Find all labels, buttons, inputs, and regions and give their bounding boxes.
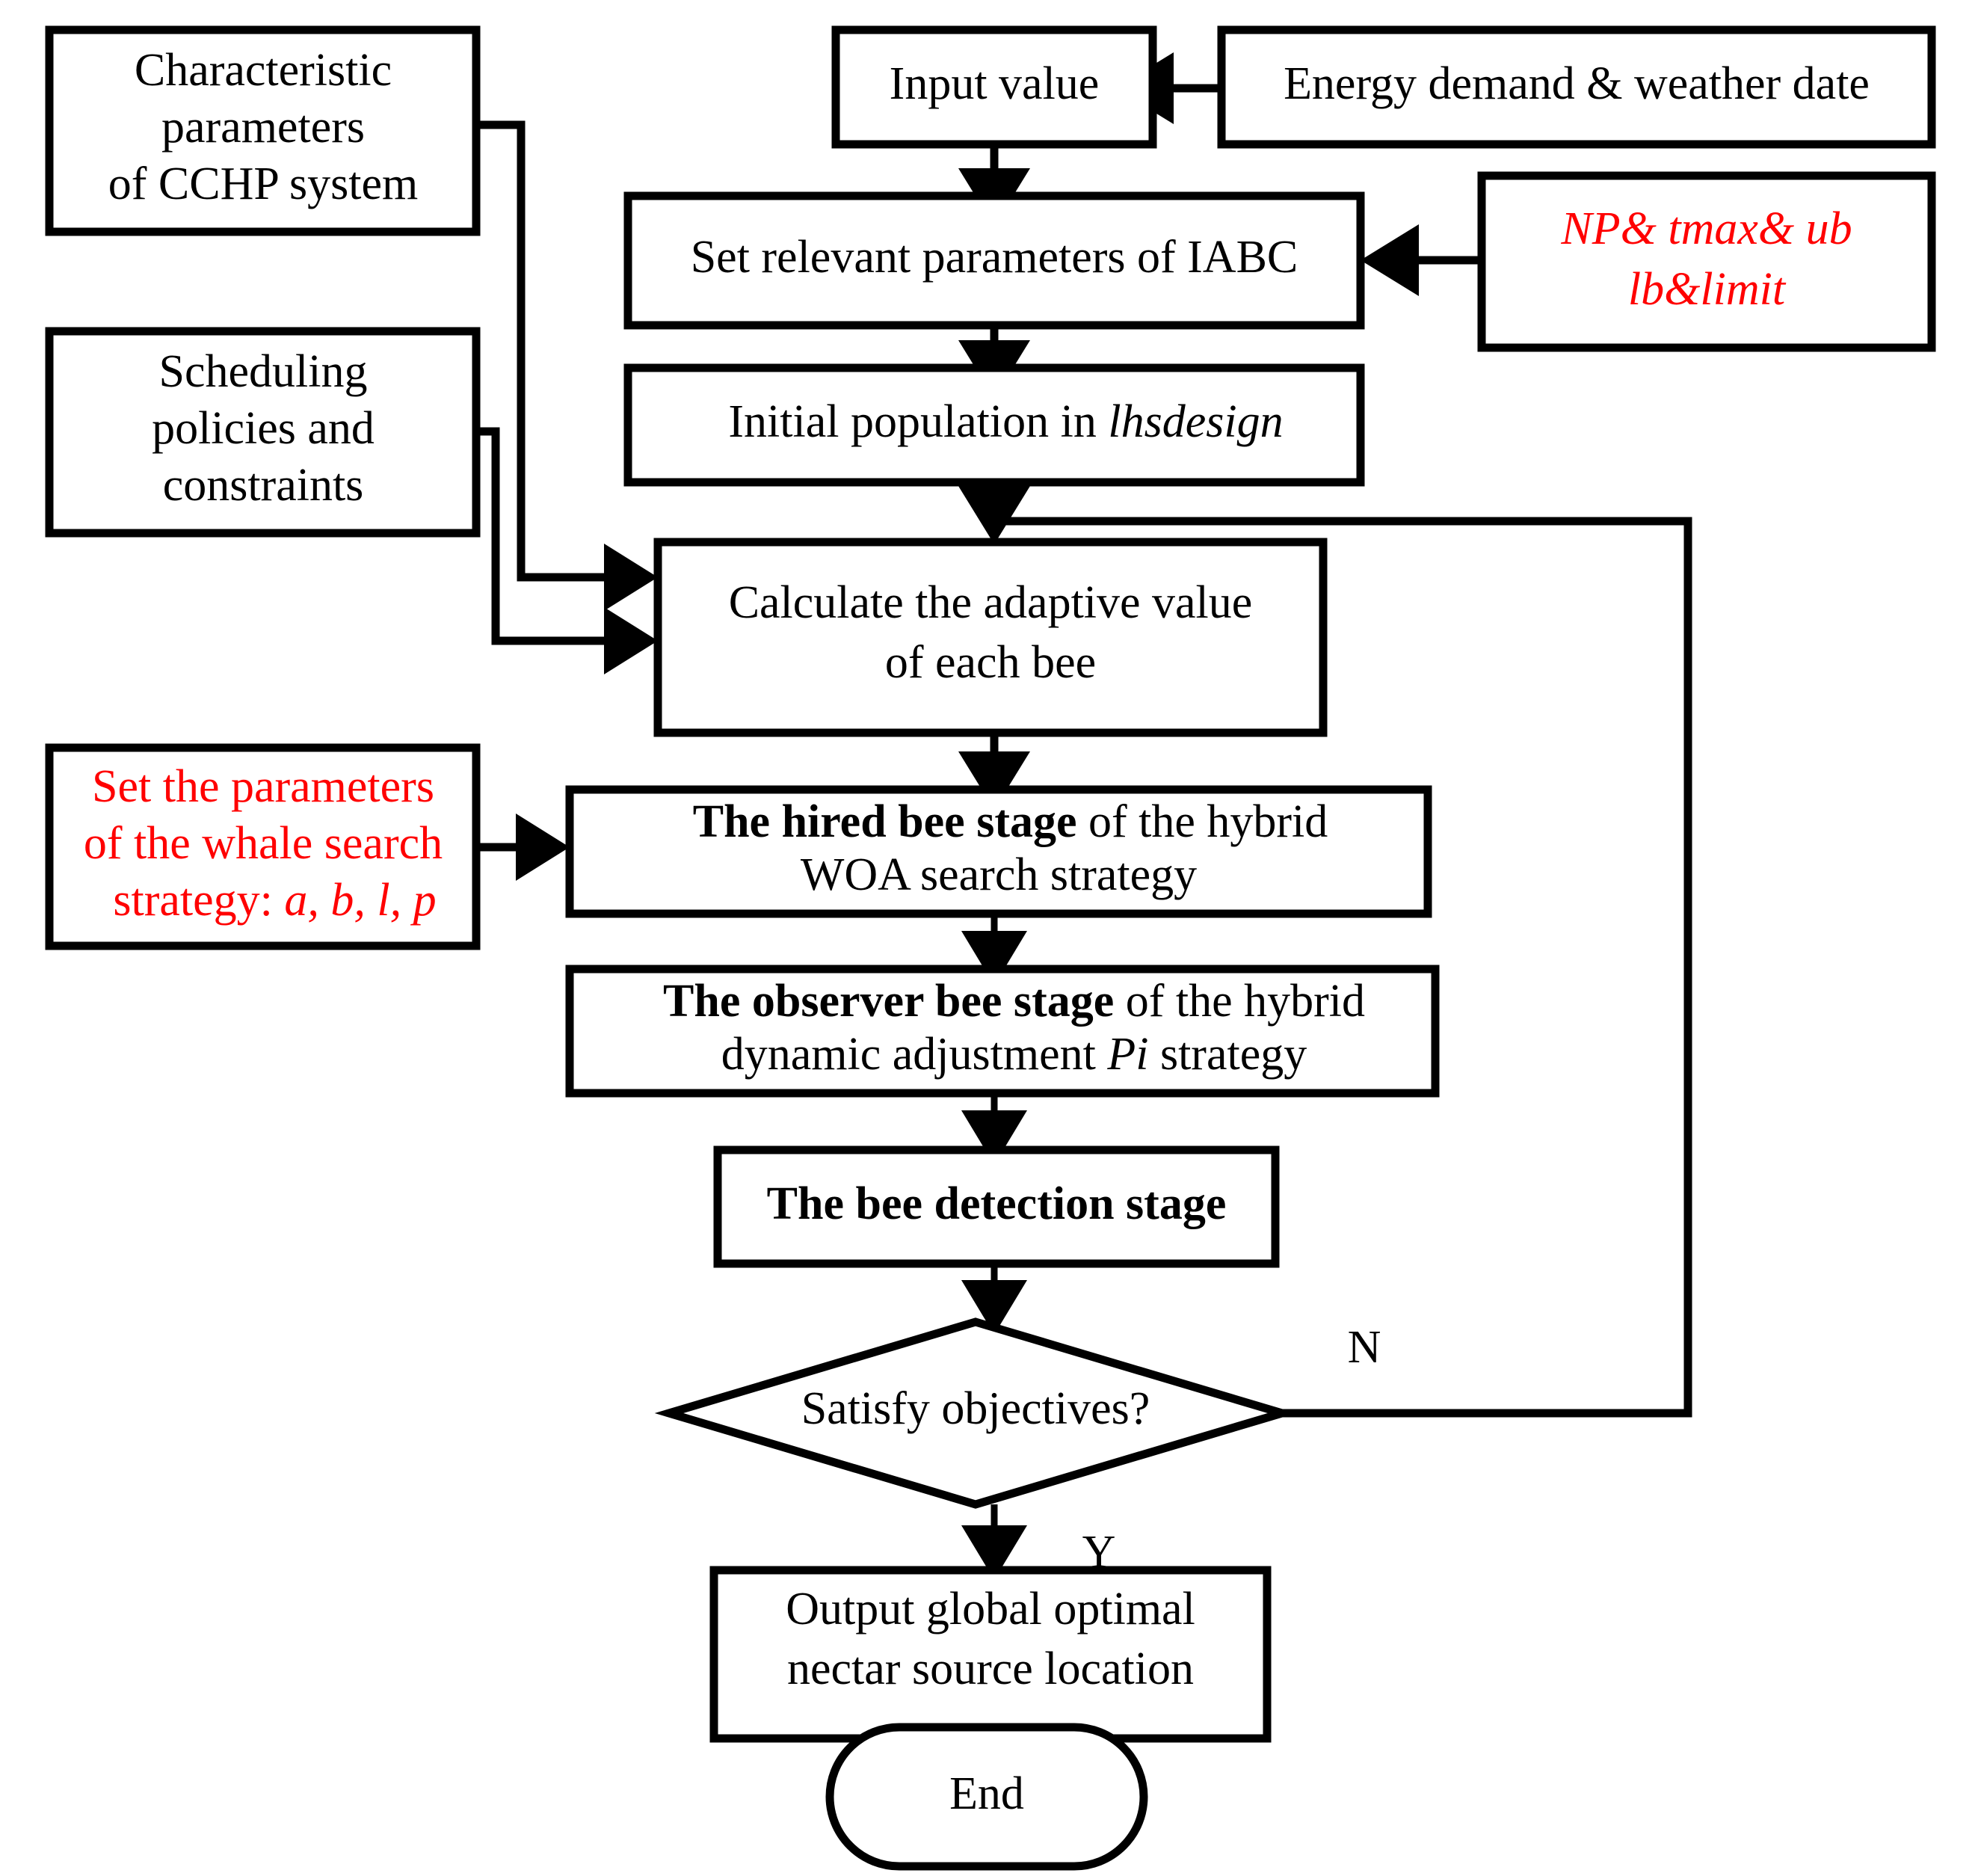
output-global-optimal-line-1: Output global optimal xyxy=(786,1584,1195,1634)
hired-bee-stage-line-1: The hired bee stage of the hybrid xyxy=(611,796,1386,847)
initial-population-italic: lhsdesign xyxy=(1108,396,1283,447)
input-value-label: Input value xyxy=(890,58,1100,109)
initial-population-label: Initial population in lhsdesign xyxy=(647,396,1341,447)
edge-param-values-to-set-parameters xyxy=(1361,224,1482,296)
node-input-value[interactable]: Input value xyxy=(831,25,1157,149)
scheduling-policies-line-3: constraints xyxy=(163,460,364,511)
node-hired-bee-stage[interactable]: The hired bee stage of the hybrid WOA se… xyxy=(565,785,1432,918)
energy-demand-label: Energy demand & weather date xyxy=(1284,58,1870,109)
whale-parameters-line-3-italic: a, b, l, p xyxy=(284,875,436,926)
edge-initial-population-to-calculate xyxy=(958,482,1030,544)
calculate-adaptive-value-line-2: of each bee xyxy=(885,637,1096,688)
node-characteristic-parameters[interactable]: Characteristic parameters of CCHP system xyxy=(45,25,481,236)
edge-label-no: N xyxy=(1348,1322,1381,1373)
node-iabc-parameter-values[interactable]: NP& tmax& ub lb&limit xyxy=(1477,171,1936,352)
initial-population-prefix: Initial population in xyxy=(728,396,1108,447)
node-end[interactable]: End xyxy=(825,1723,1148,1871)
observer-bee-stage-line-2: dynamic adjustment Pi strategy xyxy=(640,1029,1364,1080)
iabc-param-values-line-1: NP& tmax& ub xyxy=(1560,203,1852,254)
bee-detection-stage-label: The bee detection stage xyxy=(767,1178,1227,1229)
output-global-optimal-line-2: nectar source location xyxy=(787,1643,1194,1694)
node-calculate-adaptive-value[interactable]: Calculate the adaptive value of each bee xyxy=(653,538,1328,737)
edge-whale-parameters-to-hired-bee xyxy=(476,814,570,881)
observer-bee-stage-bold: The observer bee stage xyxy=(663,976,1114,1027)
scheduling-policies-line-2: policies and xyxy=(152,403,375,454)
hired-bee-stage-bold: The hired bee stage xyxy=(693,796,1077,847)
node-satisfy-objectives-decision[interactable]: Satisfy objectives? xyxy=(654,1317,1297,1509)
node-energy-demand-weather-date[interactable]: Energy demand & weather date xyxy=(1217,25,1936,149)
node-set-relevant-parameters-iabc[interactable]: Set relevant parameters of IABC xyxy=(623,191,1365,330)
satisfy-objectives-label: Satisfy objectives? xyxy=(801,1383,1150,1434)
node-bee-detection-stage[interactable]: The bee detection stage xyxy=(713,1145,1280,1268)
characteristic-parameters-line-1: Characteristic xyxy=(135,45,392,96)
iabc-param-values-line-2: lb&limit xyxy=(1628,264,1787,315)
hired-bee-stage-line-2: WOA search strategy xyxy=(801,849,1197,900)
node-output-global-optimal[interactable]: Output global optimal nectar source loca… xyxy=(709,1566,1272,1743)
node-observer-bee-stage[interactable]: The observer bee stage of the hybrid dyn… xyxy=(565,965,1440,1098)
set-parameters-iabc-label: Set relevant parameters of IABC xyxy=(691,232,1298,283)
observer-bee-stage-line-1: The observer bee stage of the hybrid xyxy=(582,976,1423,1027)
whale-parameters-line-3: strategy: a, b, l, p xyxy=(32,875,494,926)
edge-scheduling-policies-to-calculate xyxy=(476,427,658,674)
node-whale-search-parameters[interactable]: Set the parameters of the whale search s… xyxy=(32,743,494,950)
edge-decision-yes-to-output xyxy=(961,1504,1027,1580)
calculate-adaptive-value-line-1: Calculate the adaptive value xyxy=(729,577,1253,628)
observer-bee-stage-italic: Pi xyxy=(1106,1029,1148,1080)
node-initial-population[interactable]: Initial population in lhsdesign xyxy=(623,363,1365,487)
whale-parameters-line-3-prefix: strategy: xyxy=(113,875,284,926)
scheduling-policies-line-1: Scheduling xyxy=(159,346,368,397)
characteristic-parameters-line-2: parameters xyxy=(161,102,365,153)
edge-label-yes: Y xyxy=(1082,1527,1116,1578)
hired-bee-stage-rest: of the hybrid xyxy=(1077,796,1328,847)
edge-decision-no-feedback-loop xyxy=(998,517,1692,1418)
characteristic-parameters-line-3: of CCHP system xyxy=(108,159,419,209)
observer-bee-stage-prefix: dynamic adjustment xyxy=(721,1029,1108,1080)
end-label: End xyxy=(949,1768,1024,1819)
node-scheduling-policies[interactable]: Scheduling policies and constraints xyxy=(45,327,481,538)
observer-bee-stage-suffix: strategy xyxy=(1148,1029,1307,1080)
observer-bee-stage-rest: of the hybrid xyxy=(1114,976,1365,1027)
edge-characteristic-parameters-to-calculate xyxy=(476,120,658,611)
whale-parameters-line-1: Set the parameters xyxy=(92,761,434,812)
whale-parameters-line-2: of the whale search xyxy=(84,818,443,869)
